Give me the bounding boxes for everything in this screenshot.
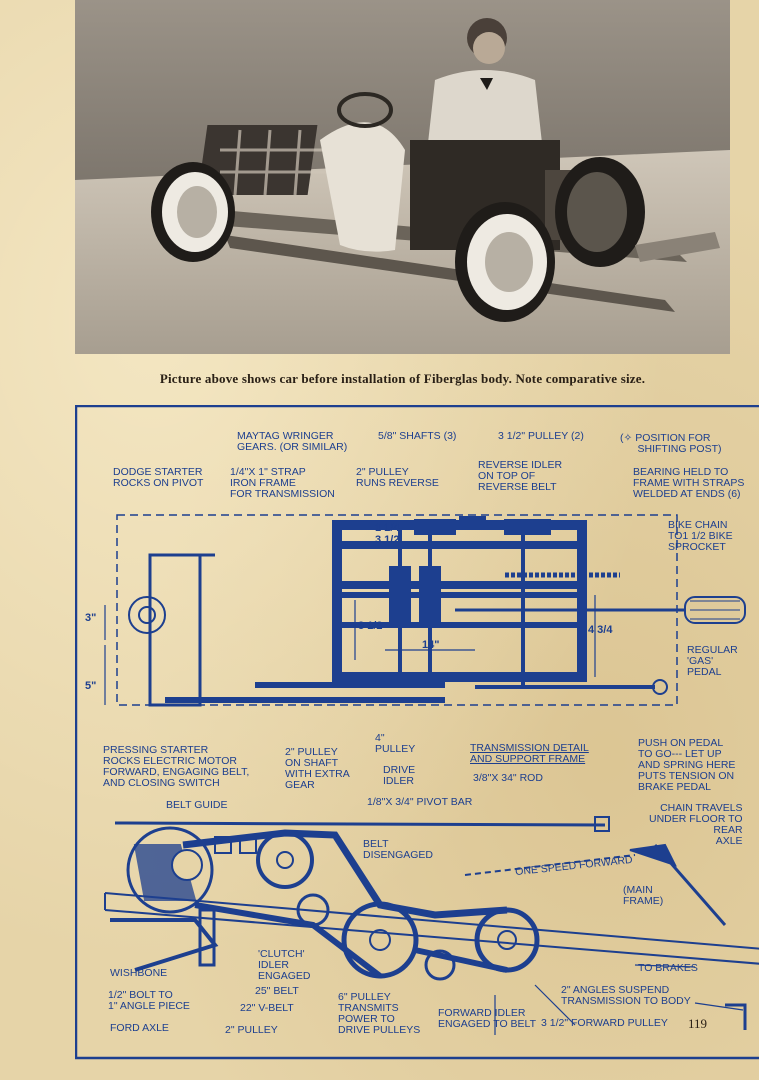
label-wishbone: WISHBONE [110,967,168,979]
label-main-frame: (MAIN FRAME) [623,884,664,907]
label-dodge-starter: DODGE STARTER ROCKS ON PIVOT [113,466,204,489]
dim-14: 14" [422,639,440,651]
label-ford-axle: FORD AXLE [110,1022,169,1034]
photo-caption: Picture above shows car before installat… [159,371,646,386]
label-belt-disengaged: BELT DISENGAGED [363,838,434,861]
dim-3-5: 3 1/2 [375,534,400,546]
label-pulley-2-shaft: 2" PULLEY ON SHAFT WITH EXTRA GEAR [285,746,350,791]
label-v-belt: 22" V-BELT [240,1002,294,1014]
label-strap-frame: 1/4"X 1" STRAP IRON FRAME FOR TRANSMISSI… [230,466,335,500]
label-pulley-3-5: 3 1/2" PULLEY (2) [498,430,584,442]
label-push-pedal: PUSH ON PEDAL TO GO--- LET UP AND SPRING… [638,737,736,793]
dim-8-5: 8 1/2 [358,620,383,632]
label-shafts: 5/8" SHAFTS (3) [378,430,457,442]
label-clutch-idler: 'CLUTCH' IDLER ENGAGED [258,948,311,982]
label-forward-pulley: 3 1/2" FORWARD PULLEY [541,1017,668,1029]
dim-3: 3" [85,612,97,624]
label-angles-suspend: 2" ANGLES SUSPEND TRANSMISSION TO BODY [561,984,691,1007]
label-forward-idler: FORWARD IDLER ENGAGED TO BELT [438,1007,537,1030]
label-drive-idler: DRIVE IDLER [383,764,416,787]
dim-1-25: 1 1/4 [375,522,400,534]
label-belt-guide: BELT GUIDE [166,799,228,811]
label-chain-travels: CHAIN TRAVELS UNDER FLOOR TO REAR AXLE [649,802,743,847]
car-photo [75,0,730,354]
label-position-shifting: (✧ POSITION FOR SHIFTING POST) [620,432,722,455]
label-pulley-2-reverse: 2" PULLEY RUNS REVERSE [356,466,439,489]
page-number: 119 [688,1016,708,1031]
label-regular-gas-pedal: REGULAR 'GAS' PEDAL [687,644,738,678]
label-to-brakes: TO BRAKES [638,962,698,974]
label-pulley-4: 4" PULLEY [375,732,416,755]
label-pulley-2-bottom: 2" PULLEY [225,1024,278,1036]
label-transmission-detail: TRANSMISSION DETAIL AND SUPPORT FRAME [470,742,589,765]
label-pressing-starter: PRESSING STARTER ROCKS ELECTRIC MOTOR FO… [103,744,250,789]
label-reverse-idler: REVERSE IDLER ON TOP OF REVERSE BELT [478,459,563,493]
blueprint-diagram: MAYTAG WRINGER GEARS. (OR SIMILAR) 5/8" … [75,405,759,1060]
label-pivot-bar: 1/8"X 3/4" PIVOT BAR [367,796,473,808]
dim-5: 5" [85,680,97,692]
label-bike-chain: BIKE CHAIN TO1 1/2 BIKE SPROCKET [668,519,733,553]
label-bearing-held: BEARING HELD TO FRAME WITH STRAPS WELDED… [633,466,745,500]
label-belt-25: 25" BELT [255,985,299,997]
label-bolt: 1/2" BOLT TO 1" ANGLE PIECE [108,989,190,1012]
label-maytag-gears: MAYTAG WRINGER GEARS. (OR SIMILAR) [237,430,348,453]
dim-4-75: 4 3/4 [588,624,613,636]
label-pulley-6: 6" PULLEY TRANSMITS POWER TO DRIVE PULLE… [338,991,421,1036]
label-rod: 3/8"X 34" ROD [473,772,543,784]
